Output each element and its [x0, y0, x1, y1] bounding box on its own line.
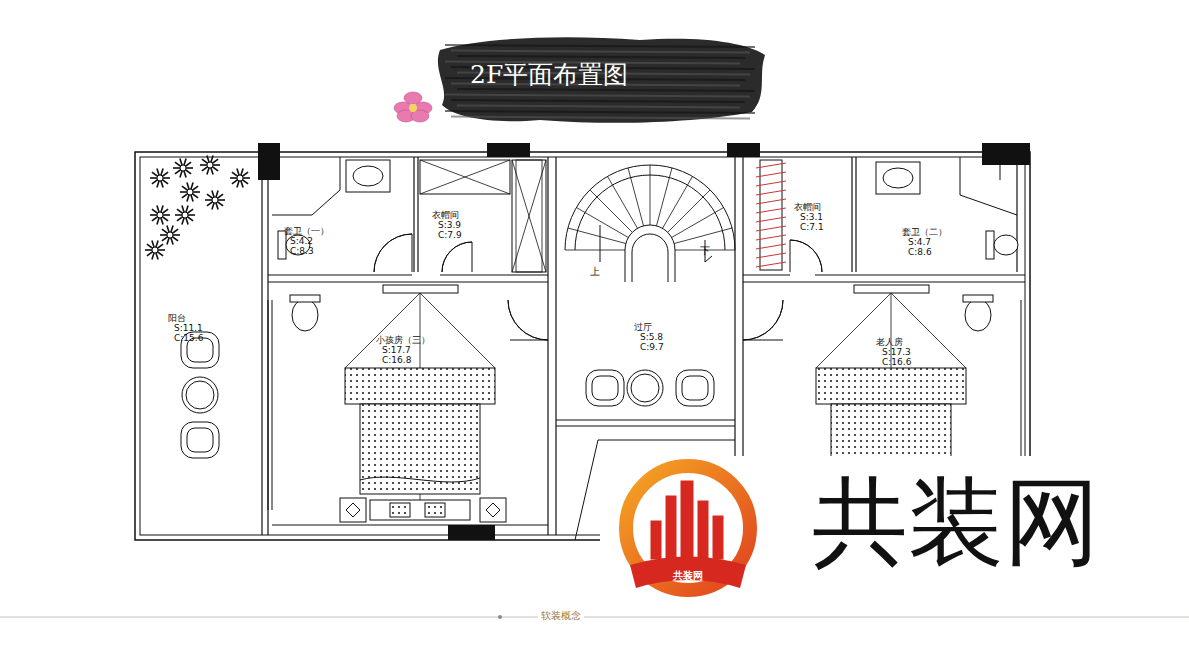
room-area: 衣帽间S:3.9C:7.9	[420, 196, 510, 272]
room-name: 过厅	[634, 322, 664, 332]
room-text: 老人房S:17.3C:16.6	[876, 337, 911, 367]
room-text: 套卫（二）S:4.7C:8.6	[902, 227, 947, 257]
room-size: S:17.3	[876, 347, 911, 357]
room-size: C:7.1	[794, 222, 824, 232]
flower-icon	[394, 92, 432, 122]
room-area: 衣帽间S:3.1C:7.1	[788, 157, 850, 272]
room-name: 套卫（二）	[902, 227, 947, 237]
room-size: C:16.8	[376, 355, 430, 365]
room-size: C:8.6	[902, 247, 947, 257]
room-area: 套卫（二）S:4.7C:8.6	[856, 195, 1016, 272]
plan-title: 2F平面布置图	[470, 58, 628, 91]
room-size: C:8.3	[284, 246, 329, 256]
room-text: 衣帽间S:3.9C:7.9	[432, 210, 462, 240]
room-size: S:4.2	[284, 236, 329, 246]
room-name: 衣帽间	[794, 202, 824, 212]
room-area: 过厅S:5.8C:9.7	[562, 284, 735, 419]
room-size: C:15.6	[168, 333, 203, 343]
room-area: 阳台S:11.1C:15.6	[140, 157, 260, 535]
room-size: S:11.1	[168, 323, 203, 333]
title-banner	[438, 37, 765, 123]
watermark	[600, 456, 1189, 604]
room-name: 老人房	[876, 337, 911, 347]
room-area: 老人房S:17.3C:16.6	[750, 284, 1020, 454]
room-name: 衣帽间	[432, 210, 462, 220]
room-size: C:16.6	[876, 357, 911, 367]
room-area: 小孩房（三）S:17.7C:16.8	[272, 284, 548, 524]
room-text: 衣帽间S:3.1C:7.1	[794, 202, 824, 232]
room-text: 小孩房（三）S:17.7C:16.8	[376, 335, 430, 365]
room-name: 小孩房（三）	[376, 335, 430, 345]
room-name: 阳台	[168, 313, 203, 323]
room-text: 套卫（一）S:4.2C:8.3	[284, 226, 329, 256]
watermark-text: 共装网	[812, 470, 1100, 576]
room-size: S:3.1	[794, 212, 824, 222]
stair-direction: 上	[590, 266, 600, 277]
room-size: S:17.7	[376, 345, 430, 355]
stair-direction: 下	[700, 245, 710, 256]
room-area: 套卫（一）S:4.2C:8.3	[272, 157, 412, 272]
room-size: C:9.7	[634, 342, 664, 352]
room-size: S:5.8	[634, 332, 664, 342]
room-text: 阳台S:11.1C:15.6	[168, 313, 203, 343]
room-size: S:4.7	[902, 237, 947, 247]
footer-text: 软装概念	[538, 610, 584, 621]
logo-text: 共装网	[673, 570, 703, 581]
room-name: 套卫（一）	[284, 226, 329, 236]
footer-rule	[0, 615, 1189, 619]
room-size: C:7.9	[432, 230, 462, 240]
room-size: S:3.9	[432, 220, 462, 230]
room-text: 过厅S:5.8C:9.7	[634, 322, 664, 352]
